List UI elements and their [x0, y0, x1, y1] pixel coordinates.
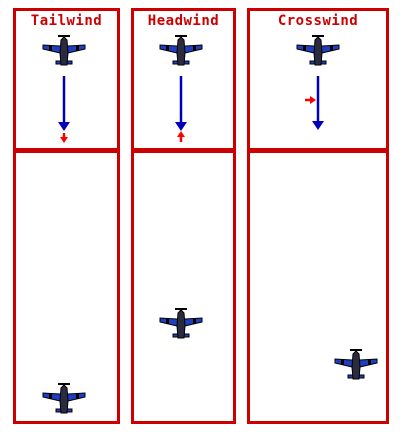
airplane-icon — [42, 35, 86, 66]
panel-title-headwind: Headwind — [147, 13, 220, 29]
airplane-icon — [42, 383, 86, 414]
airplane-icon — [159, 35, 203, 66]
divider-tailwind — [13, 148, 120, 153]
heading-arrow-icon — [58, 76, 70, 131]
wind-arrow-icon — [177, 131, 185, 142]
panel-tailwind: Tailwind — [13, 8, 120, 424]
panel-title-tailwind: Tailwind — [30, 13, 103, 29]
divider-crosswind — [247, 148, 389, 153]
wind-arrow-icon — [60, 133, 68, 143]
airplane-icon — [296, 35, 340, 66]
airplane-icon — [159, 308, 203, 339]
heading-arrow-icon — [312, 76, 324, 130]
divider-headwind — [131, 148, 236, 153]
heading-arrow-icon — [175, 76, 187, 131]
airplane-icon — [334, 349, 378, 380]
panel-headwind: Headwind — [131, 8, 236, 424]
wind-arrow-icon — [305, 96, 316, 104]
panel-title-crosswind: Crosswind — [277, 13, 359, 29]
